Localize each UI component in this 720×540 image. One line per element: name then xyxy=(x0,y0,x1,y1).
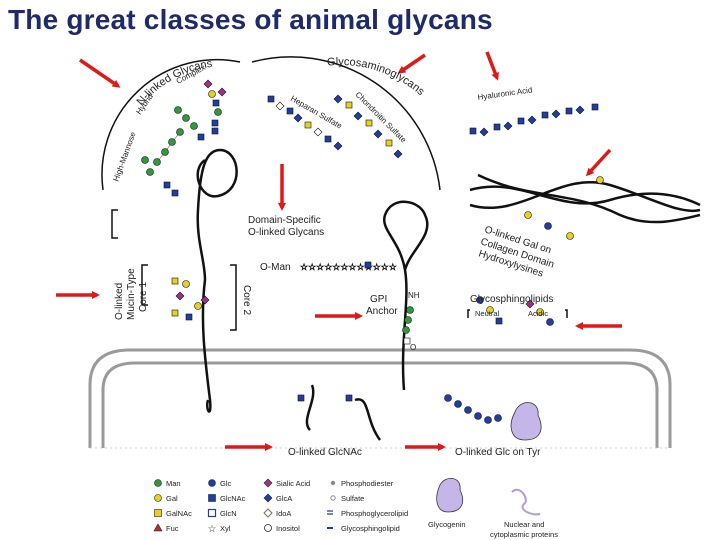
legend-glycogenin-label: Glycogenin xyxy=(428,520,466,529)
legend-gal-label: Gal xyxy=(166,494,178,503)
legend-glycosphingolipid-label: Glycosphingolipid xyxy=(341,524,400,533)
label-glycosphingolipids: Glycosphingolipids xyxy=(470,294,553,305)
glycogenin-shape xyxy=(510,402,542,441)
legend-gal-icon xyxy=(154,494,162,502)
protein-backbones xyxy=(196,148,701,441)
legend-glc-label: Glc xyxy=(220,479,232,488)
label-mucin-1: O-linked xyxy=(114,283,125,320)
label-domain-specific-2: O-linked Glycans xyxy=(248,227,324,238)
label-hyaluronic: Hyaluronic Acid xyxy=(477,85,533,102)
label-domain-specific-1: Domain-Specific xyxy=(248,215,321,226)
label-high-mannose: High-Mannose xyxy=(111,130,137,182)
legend-idoa-label: IdoA xyxy=(276,509,291,518)
legend-glcnac-label: GlcNAc xyxy=(220,494,246,503)
label-core2: Core 2 xyxy=(241,285,252,315)
label-o-linked-glcnac: O-linked GlcNAc xyxy=(288,447,362,458)
legend-glca-icon xyxy=(263,493,273,503)
slide-title: The great classes of animal glycans xyxy=(8,4,493,35)
legend-nuclear-label-1: Nuclear and xyxy=(504,520,544,529)
arrow-hyaluronic xyxy=(485,51,499,81)
legend-phosphoglycerolipid-label: Phosphoglycerolipid xyxy=(341,509,408,518)
legend-nuclear-label-2: cytoplasmic proteins xyxy=(490,530,558,539)
glycan-symbols: ☆☆☆☆☆☆☆☆☆☆☆☆ xyxy=(141,79,604,424)
label-neutral: Neutral xyxy=(475,309,500,318)
legend-glcn-icon xyxy=(207,508,217,518)
legend-glca-label: GlcA xyxy=(276,494,292,503)
legend-glc-icon xyxy=(208,479,216,487)
legend-sulfate-label: Sulfate xyxy=(341,494,364,503)
legend-man-label: Man xyxy=(166,479,181,488)
legend-fuc-icon xyxy=(153,523,163,532)
legend-phosphodiester-label: Phosphodiester xyxy=(341,479,394,488)
label-mucin-2: Mucin-Type xyxy=(126,268,137,320)
legend-nuclear-shape xyxy=(511,488,541,516)
legend-sialic-acid-label: Sialic Acid xyxy=(276,479,310,488)
legend-man-icon xyxy=(154,479,162,487)
label-acidic: Acidic xyxy=(528,309,548,318)
legend-inositol-icon xyxy=(264,524,272,532)
label-o-man: O-Man xyxy=(260,262,291,273)
legend-sulfate-icon xyxy=(330,495,336,501)
legend-glycogenin-shape xyxy=(436,478,464,513)
legend-xyl-label: Xyl xyxy=(220,524,231,533)
label-o: O xyxy=(410,343,416,352)
label-chondroitin: Chondroitin Sulfate xyxy=(354,90,409,145)
legend-sialic-acid-icon xyxy=(263,478,273,488)
label-nh: NH xyxy=(408,291,420,300)
legend-fuc-label: Fuc xyxy=(166,524,179,533)
label-gpi-2: Anchor xyxy=(366,306,398,317)
legend-galnac-label: GalNAc xyxy=(166,509,192,518)
label-hybrid: Hybrid xyxy=(134,92,155,116)
label-gpi-1: GPI xyxy=(370,294,387,305)
arc-brackets xyxy=(101,56,568,331)
label-o-linked-glc-tyr: O-linked Glc on Tyr xyxy=(455,447,541,458)
red-arrows xyxy=(56,51,622,451)
svg-text:☆☆☆☆☆☆☆☆☆☆☆☆: ☆☆☆☆☆☆☆☆☆☆☆☆ xyxy=(300,262,397,272)
arrow-collagen xyxy=(585,148,612,177)
legend-idoa-icon xyxy=(263,508,273,518)
label-mucin-3: Core 1 xyxy=(138,282,149,312)
arrow-n-linked xyxy=(79,58,121,88)
legend-xyl-icon: ☆ xyxy=(208,524,217,535)
arrow-gag xyxy=(397,53,426,74)
cell-membrane xyxy=(88,348,672,449)
legend-phosphodiester-icon xyxy=(330,480,336,486)
legend-inositol-label: Inositol xyxy=(276,524,300,533)
legend-phosphoglycerolipid-icon xyxy=(327,510,333,515)
legend-glcn-label: GlcN xyxy=(220,509,237,518)
legend-glcnac-icon xyxy=(208,494,216,502)
legend-galnac-icon xyxy=(154,509,162,517)
